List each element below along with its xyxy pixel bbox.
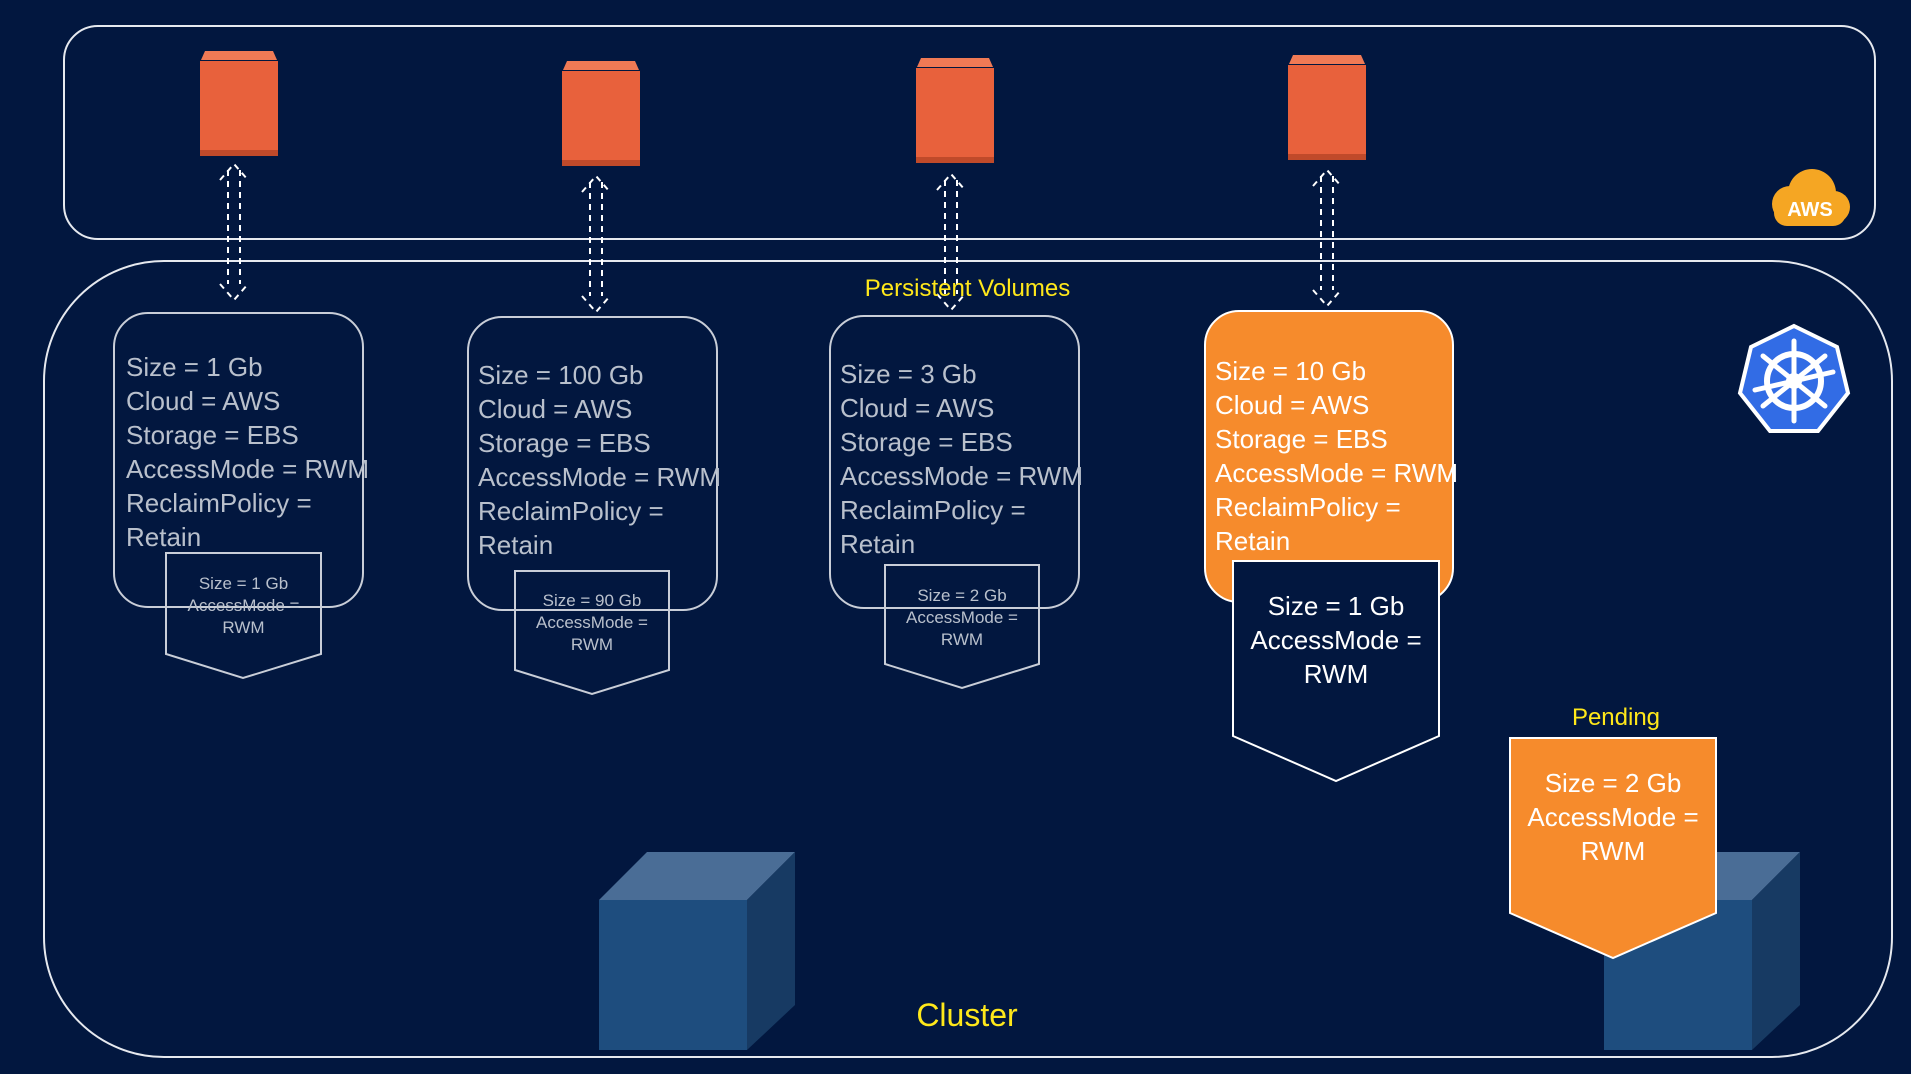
ebs-disk-icon — [916, 58, 994, 163]
bind-arrow — [936, 172, 966, 312]
cluster-label: Cluster — [916, 997, 1018, 1033]
bind-arrow — [581, 174, 611, 314]
volume-spec-text: Size = 1 Gb Cloud = AWS Storage = EBS Ac… — [126, 352, 369, 552]
pending-label: Pending — [1571, 704, 1661, 731]
claim-spec-text: Size = 90 Gb AccessMode = RWM — [536, 591, 648, 654]
aws-cloud-icon — [1772, 169, 1850, 226]
persistent-volume-box — [467, 316, 718, 611]
claim-spec-text: Size = 1 Gb AccessMode = RWM — [187, 574, 300, 637]
pending-volume-claim — [1509, 737, 1717, 960]
volume-spec-text: Size = 100 Gb Cloud = AWS Storage = EBS … — [478, 360, 721, 560]
persistent-volume-claim — [1232, 560, 1440, 783]
volume-spec-text: Size = 10 Gb Cloud = AWS Storage = EBS A… — [1215, 356, 1458, 556]
ebs-disk-icon — [1288, 55, 1366, 160]
persistent-volume-box — [829, 315, 1080, 609]
persistent-volume-box — [113, 312, 364, 608]
worker-node-cube — [599, 852, 795, 1050]
pending-claim-spec-text: Size = 2 Gb AccessMode = RWM — [1527, 768, 1699, 866]
claim-spec-text: Size = 1 Gb AccessMode = RWM — [1250, 591, 1422, 689]
aws-boundary — [63, 25, 1876, 240]
bind-arrow — [1312, 168, 1342, 308]
aws-label: AWS — [1787, 199, 1833, 221]
ebs-disk-icon — [200, 51, 278, 156]
persistent-volumes-label: Persistent Volumes — [864, 275, 1071, 302]
claim-spec-text: Size = 2 Gb AccessMode = RWM — [906, 586, 1018, 649]
persistent-volume-claim — [514, 570, 670, 696]
kubernetes-helm-icon — [1737, 323, 1851, 433]
ebs-disk-icon — [562, 61, 640, 166]
persistent-volume-claim — [165, 552, 322, 680]
volume-spec-text: Size = 3 Gb Cloud = AWS Storage = EBS Ac… — [840, 359, 1083, 559]
persistent-volume-claim — [884, 564, 1040, 690]
bind-arrow — [219, 162, 249, 302]
cluster-boundary — [43, 260, 1893, 1058]
